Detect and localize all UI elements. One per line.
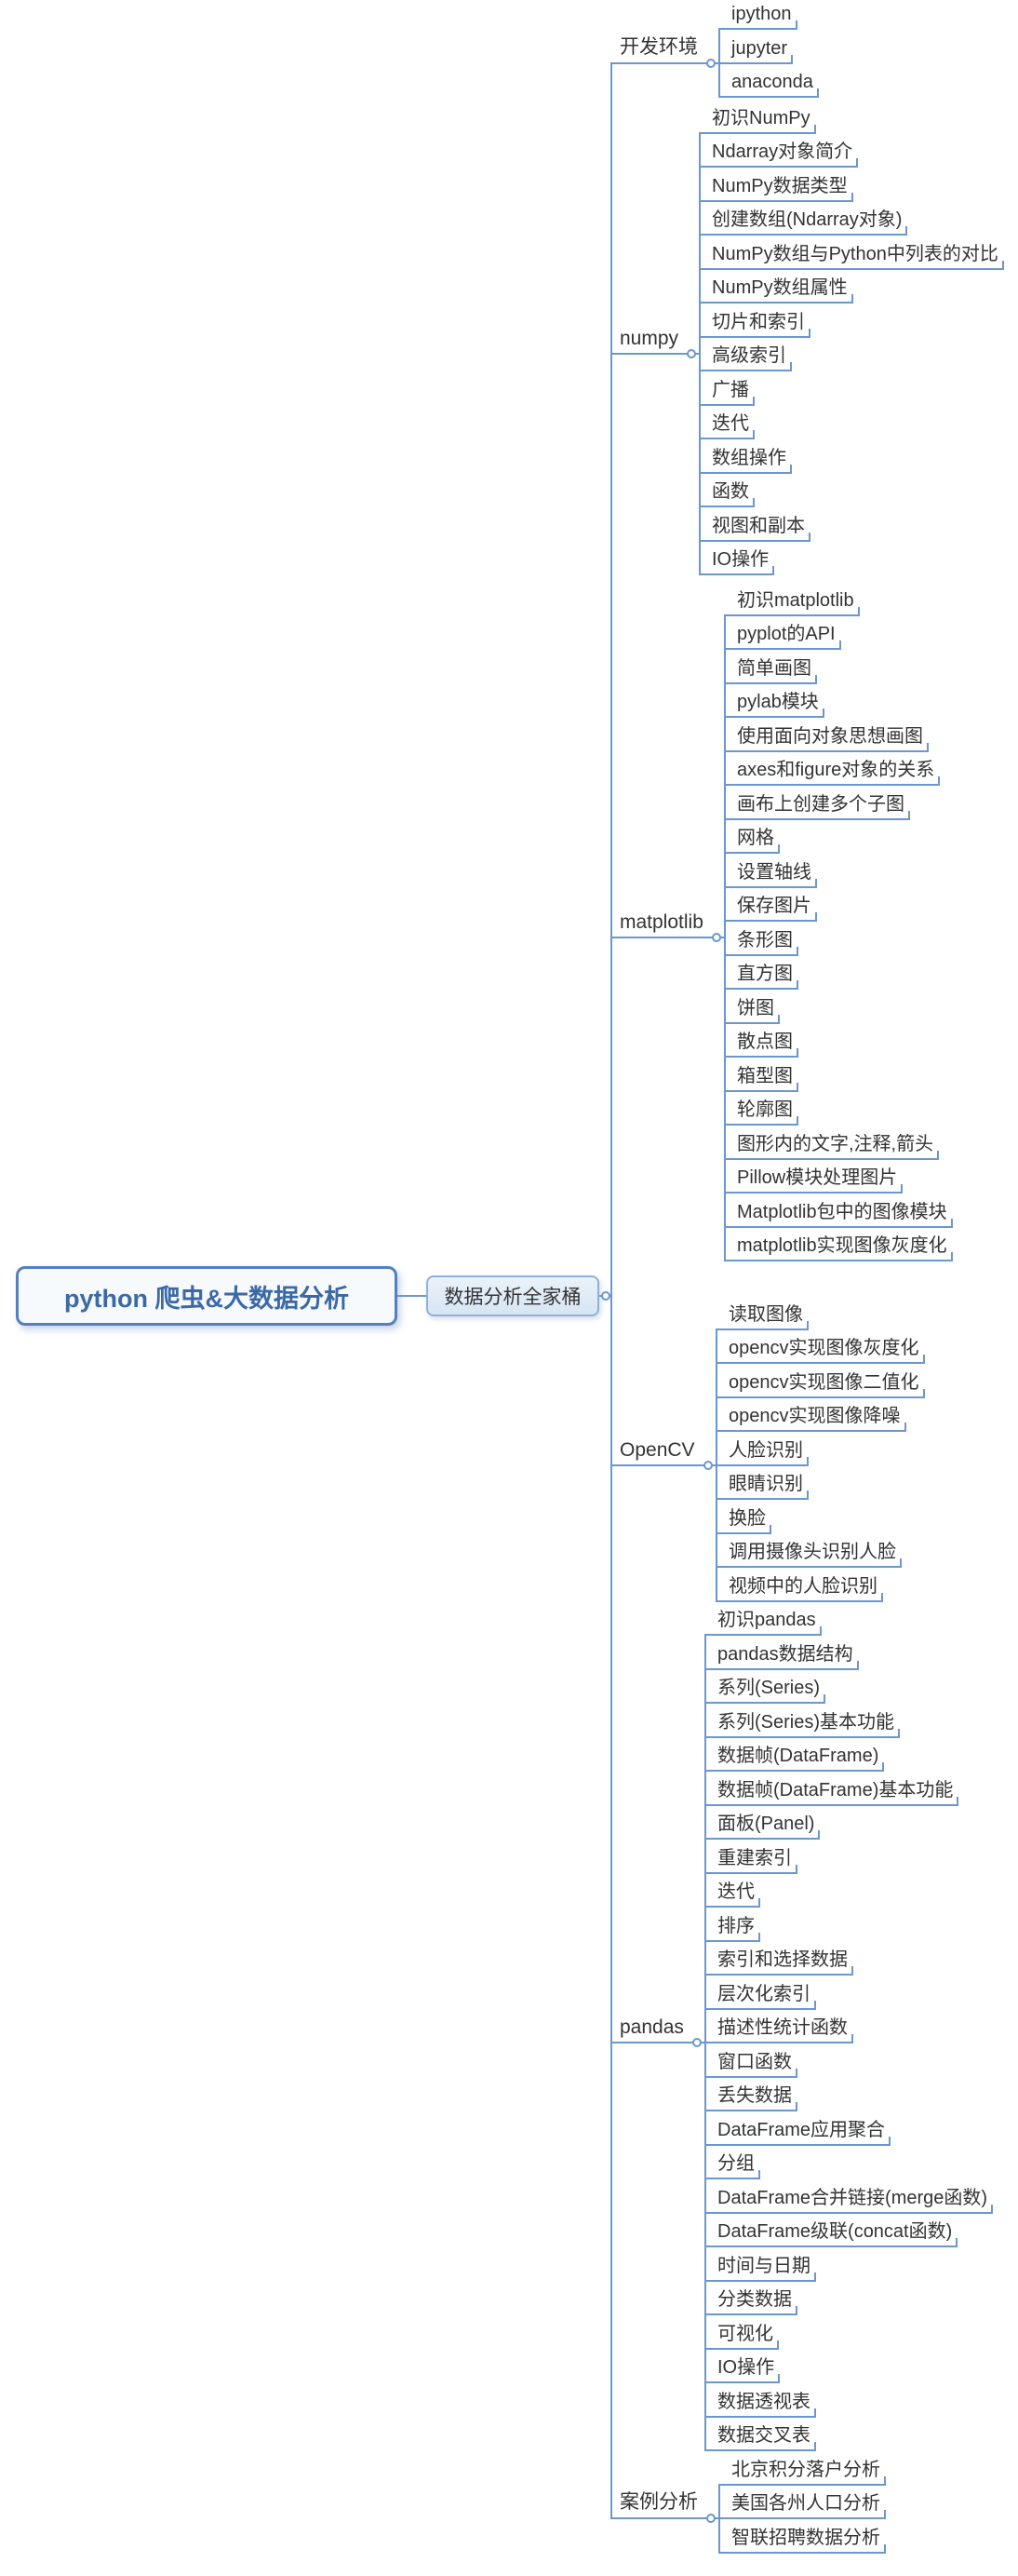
- leaf-topic[interactable]: 简单画图: [724, 652, 817, 684]
- leaf-topic[interactable]: 直方图: [724, 957, 798, 990]
- leaf-topic[interactable]: 广播: [699, 373, 755, 406]
- collapse-toggle-icon[interactable]: [706, 2514, 716, 2523]
- leaf-topic[interactable]: 换脸: [716, 1502, 771, 1534]
- collapse-toggle-icon[interactable]: [703, 1460, 713, 1470]
- leaf-topic[interactable]: Pillow模块处理图片: [724, 1161, 904, 1194]
- branch-spine-line: [718, 28, 720, 98]
- leaf-topic[interactable]: 层次化索引: [704, 1977, 816, 2010]
- leaf-topic[interactable]: 创建数组(Ndarray对象): [699, 203, 908, 236]
- branch-spine-line: [699, 131, 701, 575]
- leaf-topic[interactable]: 北京积分落户分析: [718, 2453, 886, 2486]
- collapse-toggle-icon[interactable]: [687, 348, 696, 358]
- leaf-topic[interactable]: 数据帧(DataFrame)基本功能: [704, 1774, 959, 1806]
- collapse-toggle-icon[interactable]: [692, 2038, 702, 2047]
- leaf-topic[interactable]: matplotlib实现图像灰度化: [724, 1229, 953, 1261]
- leaf-topic[interactable]: 箱型图: [724, 1059, 798, 1092]
- leaf-topic[interactable]: 读取图像: [716, 1298, 809, 1330]
- leaf-topic[interactable]: 视图和副本: [699, 509, 810, 542]
- collapse-toggle-icon[interactable]: [712, 933, 721, 943]
- leaf-topic[interactable]: 函数: [699, 475, 755, 507]
- leaf-topic[interactable]: DataFrame合并链接(merge函数): [704, 2181, 994, 2214]
- leaf-topic[interactable]: 初识matplotlib: [724, 584, 860, 616]
- leaf-topic[interactable]: 视频中的人脸识别: [716, 1570, 883, 1602]
- branch-spine-line: [718, 2483, 720, 2554]
- branch-topic-4[interactable]: pandas: [612, 2015, 690, 2043]
- leaf-topic[interactable]: jupyter: [718, 37, 794, 64]
- leaf-topic[interactable]: 设置轴线: [724, 856, 817, 888]
- leaf-topic[interactable]: IO操作: [699, 543, 775, 575]
- leaf-topic[interactable]: 人脸识别: [716, 1434, 809, 1466]
- collapse-toggle-icon[interactable]: [706, 58, 716, 68]
- leaf-topic[interactable]: NumPy数组与Python中列表的对比: [699, 237, 1004, 270]
- branch-spine-line: [704, 1634, 706, 2451]
- leaf-topic[interactable]: 数组操作: [699, 441, 792, 474]
- leaf-topic[interactable]: 数据交叉表: [704, 2419, 816, 2451]
- leaf-topic[interactable]: 窗口函数: [704, 2045, 797, 2078]
- leaf-topic[interactable]: 数据透视表: [704, 2385, 816, 2418]
- leaf-topic[interactable]: 切片和索引: [699, 305, 810, 338]
- branch-topic-3[interactable]: OpenCV: [612, 1437, 701, 1466]
- leaf-topic[interactable]: DataFrame级联(concat函数): [704, 2215, 958, 2247]
- leaf-topic[interactable]: ipython: [718, 3, 797, 30]
- leaf-topic[interactable]: opencv实现图像降噪: [716, 1399, 906, 1432]
- leaf-topic[interactable]: axes和figure对象的关系: [724, 753, 941, 786]
- branch-spine-line: [724, 614, 726, 1261]
- branch-topic-2[interactable]: matplotlib: [612, 910, 709, 939]
- leaf-topic[interactable]: 描述性统计函数: [704, 2011, 853, 2043]
- branch-topic-1[interactable]: numpy: [612, 326, 685, 355]
- leaf-topic[interactable]: 排序: [704, 1909, 760, 1942]
- leaf-topic[interactable]: 使用面向对象思想画图: [724, 720, 929, 752]
- branch-topic-0[interactable]: 开发环境: [612, 30, 703, 64]
- leaf-topic[interactable]: pylab模块: [724, 685, 824, 718]
- leaf-topic[interactable]: 索引和选择数据: [704, 1943, 853, 1976]
- leaf-topic[interactable]: 画布上创建多个子图: [724, 788, 910, 820]
- leaf-topic[interactable]: 美国各州人口分析: [718, 2487, 886, 2519]
- leaf-topic[interactable]: IO操作: [704, 2351, 781, 2383]
- root-hub-connector-line: [397, 1295, 426, 1297]
- leaf-topic[interactable]: 分类数据: [704, 2283, 797, 2315]
- leaf-topic[interactable]: 眼睛识别: [716, 1467, 809, 1500]
- leaf-topic[interactable]: DataFrame应用聚合: [704, 2113, 891, 2146]
- leaf-topic[interactable]: 散点图: [724, 1025, 798, 1058]
- leaf-topic[interactable]: 保存图片: [724, 889, 817, 922]
- branch-topic-5[interactable]: 案例分析: [612, 2485, 703, 2519]
- leaf-topic[interactable]: 系列(Series)基本功能: [704, 1706, 901, 1738]
- leaf-topic[interactable]: 轮廓图: [724, 1093, 798, 1126]
- leaf-topic[interactable]: 迭代: [699, 407, 755, 439]
- leaf-topic[interactable]: 可视化: [704, 2317, 779, 2350]
- collapse-toggle-icon[interactable]: [601, 1291, 610, 1301]
- leaf-topic[interactable]: 数据帧(DataFrame): [704, 1739, 885, 1772]
- leaf-topic[interactable]: 调用摄像头识别人脸: [716, 1535, 902, 1568]
- leaf-topic[interactable]: 初识NumPy: [699, 101, 816, 134]
- trunk-line: [610, 61, 612, 2519]
- leaf-topic[interactable]: 面板(Panel): [704, 1807, 821, 1840]
- leaf-topic[interactable]: opencv实现图像灰度化: [716, 1331, 925, 1364]
- leaf-topic[interactable]: NumPy数组属性: [699, 271, 853, 303]
- leaf-topic[interactable]: 高级索引: [699, 339, 792, 371]
- leaf-topic[interactable]: 时间与日期: [704, 2249, 816, 2282]
- leaf-topic[interactable]: 饼图: [724, 991, 780, 1024]
- leaf-topic[interactable]: 初识pandas: [704, 1603, 822, 1636]
- leaf-topic[interactable]: 网格: [724, 821, 780, 854]
- leaf-topic[interactable]: 图形内的文字,注释,箭头: [724, 1127, 940, 1160]
- leaf-topic[interactable]: 条形图: [724, 924, 798, 956]
- leaf-topic[interactable]: Ndarray对象简介: [699, 135, 859, 168]
- root-topic[interactable]: python 爬虫&大数据分析: [16, 1266, 397, 1326]
- leaf-topic[interactable]: 系列(Series): [704, 1671, 826, 1704]
- leaf-topic[interactable]: anaconda: [718, 71, 819, 98]
- leaf-topic[interactable]: 智联招聘数据分析: [718, 2521, 886, 2554]
- leaf-topic[interactable]: 分组: [704, 2147, 760, 2179]
- leaf-topic[interactable]: 重建索引: [704, 1841, 797, 1874]
- hub-topic[interactable]: 数据分析全家桶: [426, 1275, 599, 1316]
- leaf-topic[interactable]: opencv实现图像二值化: [716, 1366, 925, 1398]
- leaf-topic[interactable]: 迭代: [704, 1875, 760, 1908]
- leaf-topic[interactable]: pyplot的API: [724, 617, 841, 650]
- branch-spine-line: [716, 1328, 717, 1602]
- leaf-topic[interactable]: NumPy数据类型: [699, 169, 853, 202]
- leaf-topic[interactable]: pandas数据结构: [704, 1638, 859, 1670]
- leaf-topic[interactable]: Matplotlib包中的图像模块: [724, 1195, 953, 1228]
- leaf-topic[interactable]: 丢失数据: [704, 2079, 797, 2111]
